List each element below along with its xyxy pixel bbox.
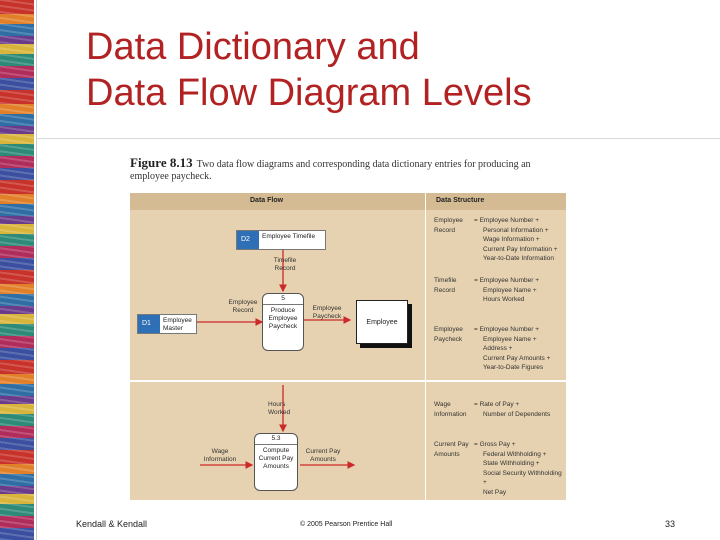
flow-label-current-pay-amounts: Current Pay Amounts xyxy=(300,448,346,464)
flow-label-employee-paycheck: Employee Paycheck xyxy=(306,305,348,321)
process-name: Produce Employee Paycheck xyxy=(263,305,303,331)
dictionary-line: = Gross Pay + xyxy=(474,440,566,450)
dictionary-line: Federal Withholding + xyxy=(474,450,566,460)
dictionary-line: = Employee Number + xyxy=(474,276,566,286)
dictionary-line: Personal Information + xyxy=(474,226,566,236)
data-store-name: Employee Master xyxy=(163,317,196,332)
dictionary-line: Current Pay Information + xyxy=(474,245,566,255)
dictionary-line: Year-to-Date Figures xyxy=(474,363,566,373)
dictionary-entry-name: Employee Paycheck xyxy=(434,325,470,344)
external-entity-employee: Employee xyxy=(356,300,408,344)
dictionary-line: Current Pay Amounts + xyxy=(474,354,566,364)
footer-author: Kendall & Kendall xyxy=(76,519,147,529)
flow-label-timefile-record: Timefile Record xyxy=(270,257,300,273)
process-compute-current-pay-amounts: 5.3 Compute Current Pay Amounts xyxy=(254,433,298,491)
dictionary-line: = Rate of Pay + xyxy=(474,400,566,410)
footer-copyright: © 2005 Pearson Prentice Hall xyxy=(300,521,392,528)
dictionary-line: Address + xyxy=(474,344,566,354)
data-store-employee-timefile: D2 Employee Timefile xyxy=(236,230,326,250)
dictionary-line: Employee Name + xyxy=(474,286,566,296)
data-store-id: D1 xyxy=(138,315,160,333)
process-produce-employee-paycheck: 5 Produce Employee Paycheck xyxy=(262,293,304,351)
slide-number: 33 xyxy=(665,519,675,529)
dictionary-line: Year-to-Date Information xyxy=(474,254,566,264)
dictionary-line: = Employee Number + xyxy=(474,325,566,335)
flow-label-wage-information: Wage Information xyxy=(196,448,244,464)
dictionary-entry-structure: = Gross Pay + Federal Withholding + Stat… xyxy=(474,440,566,497)
process-name: Compute Current Pay Amounts xyxy=(255,445,297,471)
dictionary-entry-name: Timefile Record xyxy=(434,276,470,295)
dictionary-line: Number of Dependents xyxy=(474,410,566,420)
dictionary-entry-structure: = Employee Number + Employee Name + Addr… xyxy=(474,325,566,373)
dictionary-line: Wage Information + xyxy=(474,235,566,245)
dictionary-line: Employee Name + xyxy=(474,335,566,345)
dictionary-entry-name: Wage Information xyxy=(434,400,470,419)
dictionary-entry-structure: = Employee Number + Employee Name + Hour… xyxy=(474,276,566,305)
data-store-name: Employee Timefile xyxy=(262,233,315,241)
process-id: 5 xyxy=(263,294,303,305)
flow-label-employee-record: Employee Record xyxy=(224,299,262,315)
dictionary-line: State Withholding + xyxy=(474,459,566,469)
flow-label-hours-worked: Hours Worked xyxy=(268,401,304,417)
dictionary-entry-structure: = Employee Number + Personal Information… xyxy=(474,216,566,264)
data-store-id: D2 xyxy=(237,231,259,249)
dictionary-entry-structure: = Rate of Pay + Number of Dependents xyxy=(474,400,566,419)
dictionary-line: Hours Worked xyxy=(474,295,566,305)
dictionary-line: Social Security Withholding + xyxy=(474,469,566,488)
dictionary-entry-name: Current Pay Amounts xyxy=(434,440,470,459)
process-id: 5.3 xyxy=(255,434,297,445)
dictionary-line: Net Pay xyxy=(474,488,566,498)
data-store-employee-master: D1 Employee Master xyxy=(137,314,197,334)
dictionary-line: = Employee Number + xyxy=(474,216,566,226)
dictionary-entry-name: Employee Record xyxy=(434,216,470,235)
